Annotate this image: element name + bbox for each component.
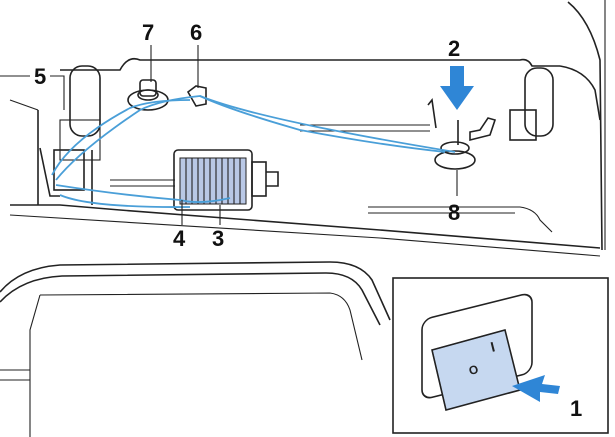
switch-off-symbol: O xyxy=(467,362,479,378)
callout-7: 7 xyxy=(142,20,154,45)
embroidery-frame xyxy=(0,261,391,437)
thread-path xyxy=(51,95,456,208)
arrow-down-icon xyxy=(440,66,474,110)
callout-5: 5 xyxy=(34,64,46,89)
callout-2: 2 xyxy=(448,36,460,61)
switch-on-symbol: I xyxy=(489,338,497,354)
thread-guide-hook xyxy=(186,85,207,107)
thread-guide-left xyxy=(39,65,101,205)
pretension-disc xyxy=(127,79,169,111)
callout-6: 6 xyxy=(190,20,202,45)
callout-8: 8 xyxy=(448,200,460,225)
callout-3: 3 xyxy=(212,226,224,251)
spool xyxy=(173,149,279,211)
callout-leaders xyxy=(0,45,458,225)
machine-body xyxy=(9,0,606,257)
callout-1: 1 xyxy=(570,396,582,421)
callout-4: 4 xyxy=(173,226,186,251)
bobbin-winder xyxy=(427,98,497,170)
thread-guide-right xyxy=(509,67,554,141)
arrow-left-icon xyxy=(512,375,560,402)
